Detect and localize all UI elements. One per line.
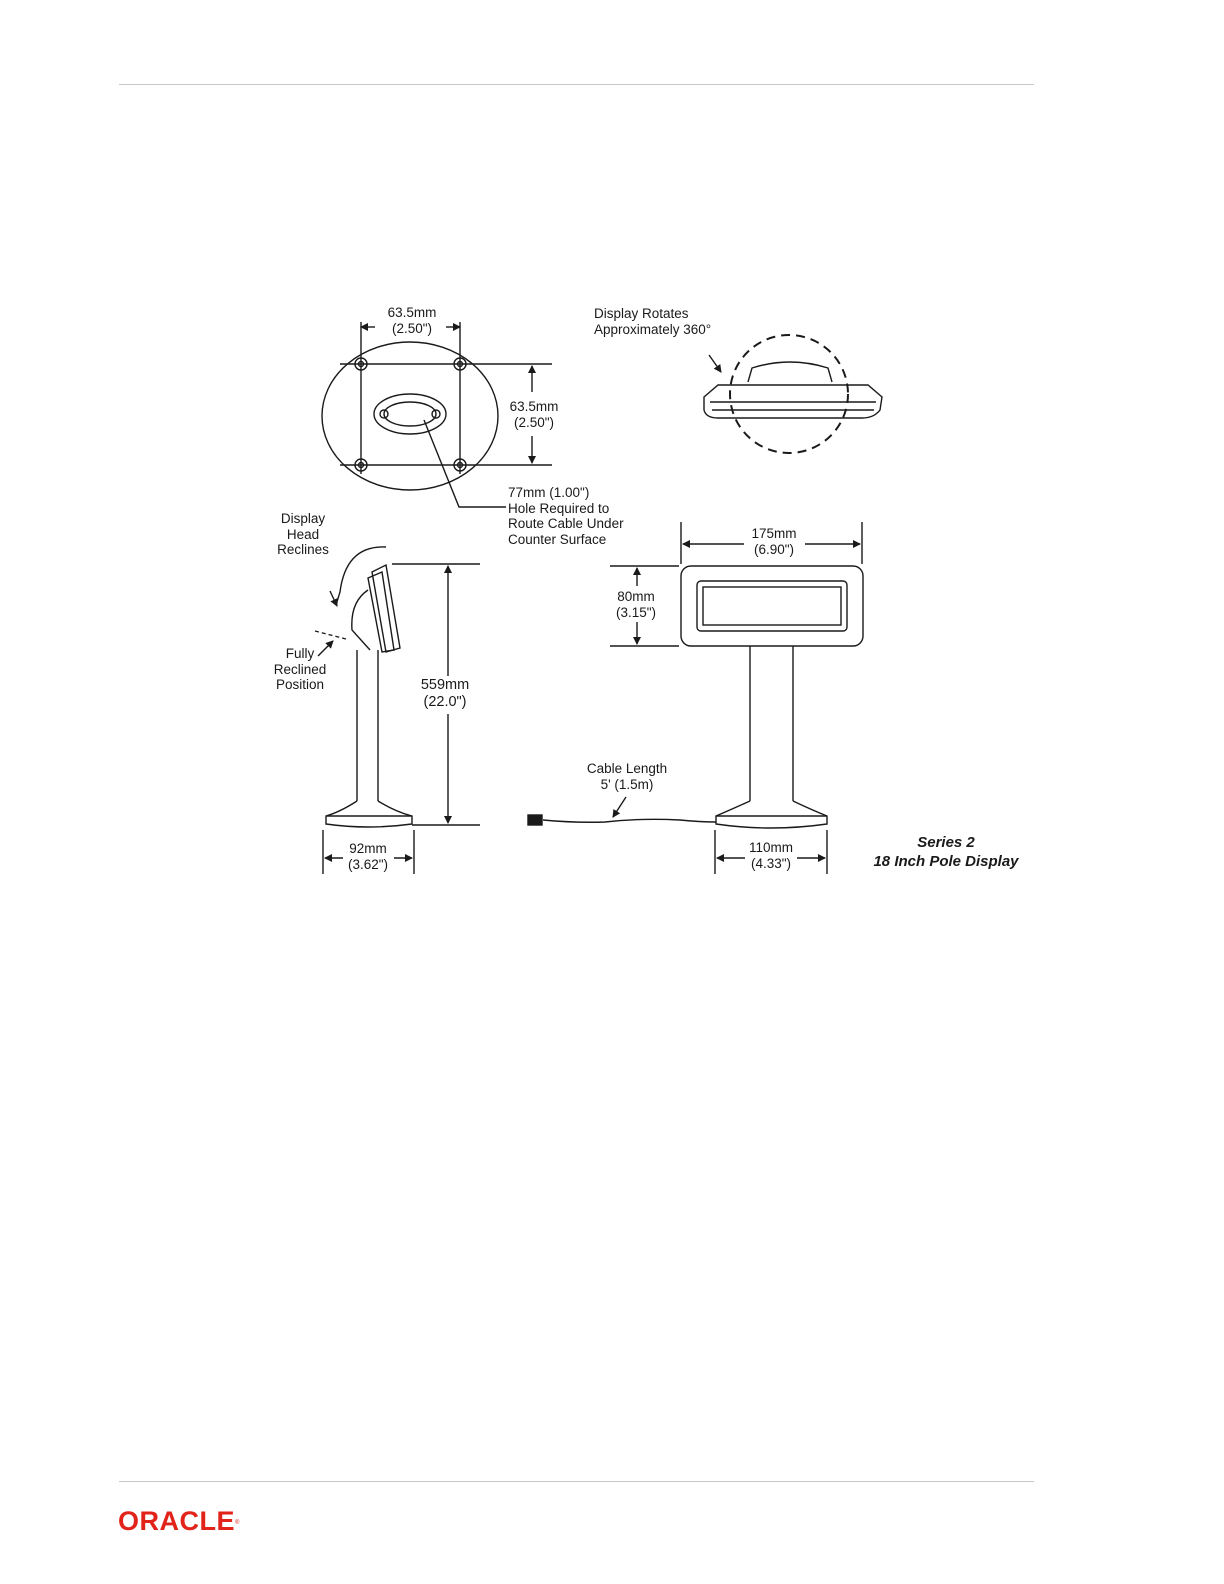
front-height-label: 80mm(3.15") — [615, 589, 657, 620]
top-height-label: 63.5mm(2.50") — [509, 399, 559, 430]
side-base-label: 92mm(3.62") — [347, 841, 389, 872]
footer-rule — [119, 1481, 1034, 1482]
logo-text: ORACLE — [118, 1506, 235, 1536]
side-view — [314, 546, 480, 874]
front-base-label: 110mm(4.33") — [748, 840, 793, 871]
top-view-base — [321, 322, 552, 508]
top-width-label: 63.5mm(2.50") — [387, 305, 437, 336]
hole-requirement-label: 77mm (1.00")Hole Required to Route Cable… — [508, 485, 624, 547]
front-view — [527, 522, 864, 874]
registered-mark: ® — [235, 1520, 240, 1526]
height-label: 559mm(22.0") — [420, 677, 470, 710]
oracle-logo: ORACLE® — [118, 1506, 240, 1536]
header-rule — [119, 84, 1034, 85]
front-width-label: 175mm(6.90") — [751, 526, 797, 557]
rotation-view — [703, 334, 883, 454]
